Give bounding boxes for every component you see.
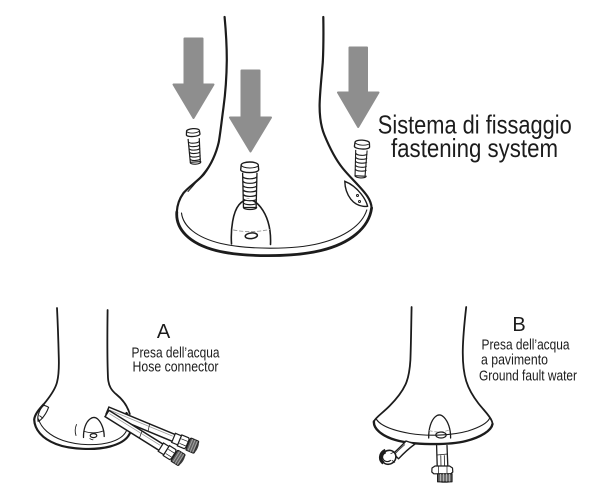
svg-text:a pavimento: a pavimento: [481, 353, 548, 369]
svg-text:Presa dell’acqua: Presa dell’acqua: [482, 338, 571, 354]
svg-text:A: A: [157, 321, 171, 343]
svg-text:fastening system: fastening system: [391, 133, 558, 163]
svg-text:Presa dell’acqua: Presa dell’acqua: [132, 346, 221, 362]
svg-text:Ground fault water: Ground fault water: [479, 369, 577, 385]
svg-text:Hose connector: Hose connector: [133, 360, 219, 376]
svg-text:B: B: [512, 314, 525, 336]
svg-text:Sistema di fissaggio: Sistema di fissaggio: [378, 110, 572, 140]
